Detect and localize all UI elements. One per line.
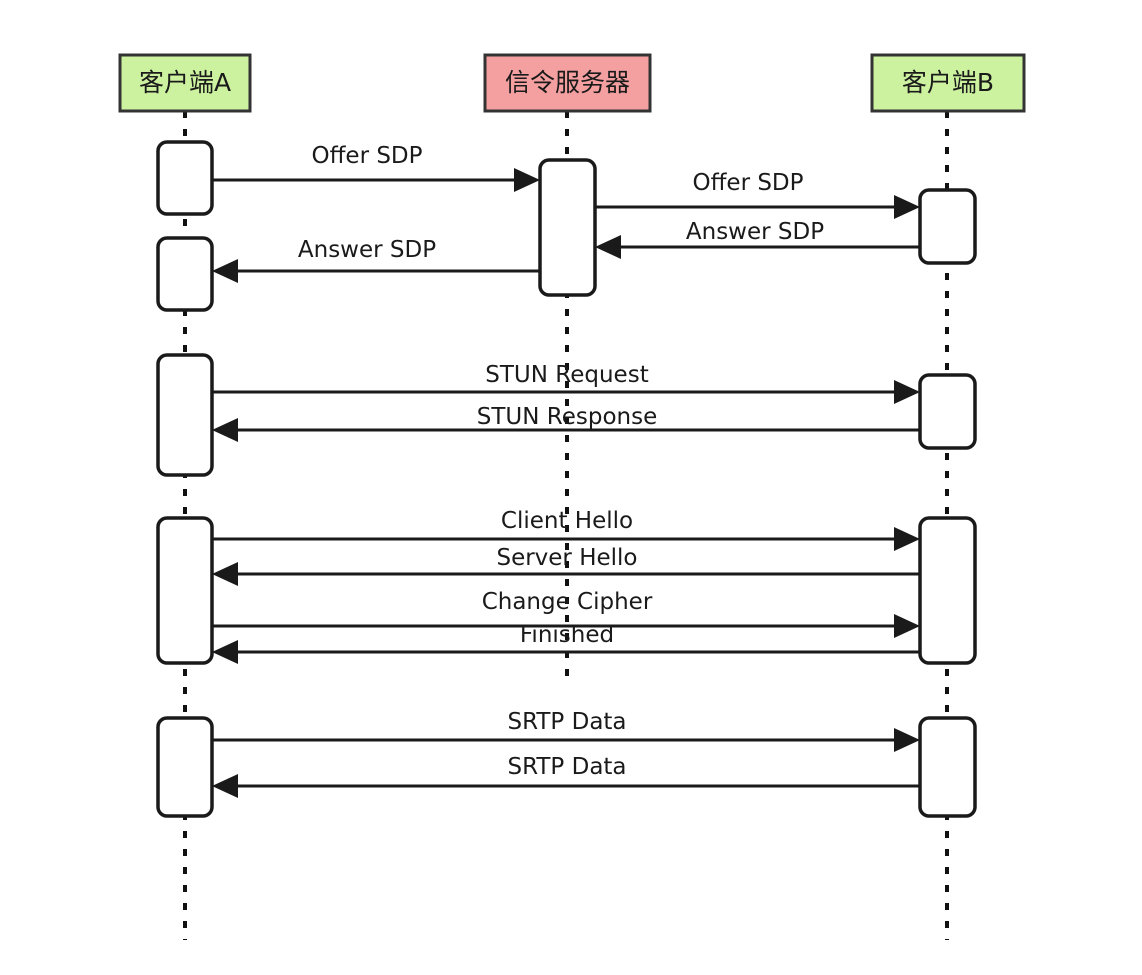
participant-box-clientA[interactable] — [118, 53, 252, 113]
messages-layer: Offer SDP Offer SDP Answer SDP Answer SDP ST… — [212, 143, 920, 798]
arrowhead-m6 — [212, 418, 238, 442]
participants-layer: 客户端A 信令服务器 客户端B — [118, 53, 1026, 113]
message-m11[interactable]: SRTP Data — [212, 709, 920, 752]
activation-bar-s1 — [538, 158, 597, 297]
activation-bar-a2 — [156, 236, 214, 312]
activation-bar-a4 — [156, 516, 214, 665]
message-m6[interactable]: STUN Response — [212, 404, 920, 442]
activation-bar-b3 — [918, 516, 977, 665]
message-label-m3: Answer SDP — [686, 219, 824, 245]
message-m3[interactable]: Answer SDP — [595, 219, 920, 259]
message-m2[interactable]: Offer SDP — [595, 170, 920, 219]
arrowhead-m3 — [595, 235, 621, 259]
activation-bar-b4 — [918, 716, 977, 818]
participant-clientB[interactable]: 客户端B — [870, 53, 1026, 113]
message-label-m12: SRTP Data — [507, 754, 626, 780]
message-m1[interactable]: Offer SDP — [212, 143, 540, 192]
message-m7[interactable]: Client Hello — [212, 508, 920, 551]
participant-box-clientB[interactable] — [870, 53, 1026, 113]
participant-box-server[interactable] — [483, 53, 652, 113]
message-label-m10: Finished — [520, 622, 614, 648]
participant-server[interactable]: 信令服务器 — [483, 53, 652, 113]
message-m12[interactable]: SRTP Data — [212, 754, 920, 798]
activations-layer — [156, 140, 977, 818]
message-m10[interactable]: Finished — [212, 622, 920, 664]
message-label-m1: Offer SDP — [311, 143, 422, 169]
message-label-m8: Server Hello — [496, 545, 637, 571]
message-m5[interactable]: STUN Request — [212, 362, 920, 404]
participant-clientA[interactable]: 客户端A — [118, 53, 252, 113]
message-label-m11: SRTP Data — [507, 709, 626, 735]
arrowhead-m5 — [894, 380, 920, 404]
participant-label-clientB: 客户端B — [902, 68, 994, 97]
arrowhead-m11 — [894, 728, 920, 752]
message-m4[interactable]: Answer SDP — [212, 237, 540, 283]
message-label-m9: Change Cipher — [482, 589, 653, 615]
message-label-m6: STUN Response — [477, 404, 657, 430]
activation-bar-b1 — [918, 188, 977, 265]
arrowhead-m1 — [514, 168, 540, 192]
arrowhead-m7 — [894, 527, 920, 551]
arrowhead-m9 — [894, 614, 920, 638]
message-label-m2: Offer SDP — [692, 170, 803, 196]
arrowhead-m2 — [894, 195, 920, 219]
message-label-m7: Client Hello — [501, 508, 633, 534]
activation-bar-a3 — [156, 353, 214, 477]
activation-bar-a5 — [156, 716, 214, 818]
message-m8[interactable]: Server Hello — [212, 545, 920, 586]
arrowhead-m8 — [212, 562, 238, 586]
participant-label-clientA: 客户端A — [139, 68, 231, 97]
arrowhead-m12 — [212, 774, 238, 798]
arrowhead-m10 — [212, 640, 238, 664]
activation-bar-a1 — [156, 140, 214, 216]
message-m9[interactable]: Change Cipher — [212, 589, 920, 638]
message-label-m5: STUN Request — [485, 362, 648, 388]
arrowhead-m4 — [212, 259, 238, 283]
activation-bar-b2 — [918, 373, 977, 450]
participant-label-server: 信令服务器 — [505, 68, 630, 97]
message-label-m4: Answer SDP — [298, 237, 436, 263]
